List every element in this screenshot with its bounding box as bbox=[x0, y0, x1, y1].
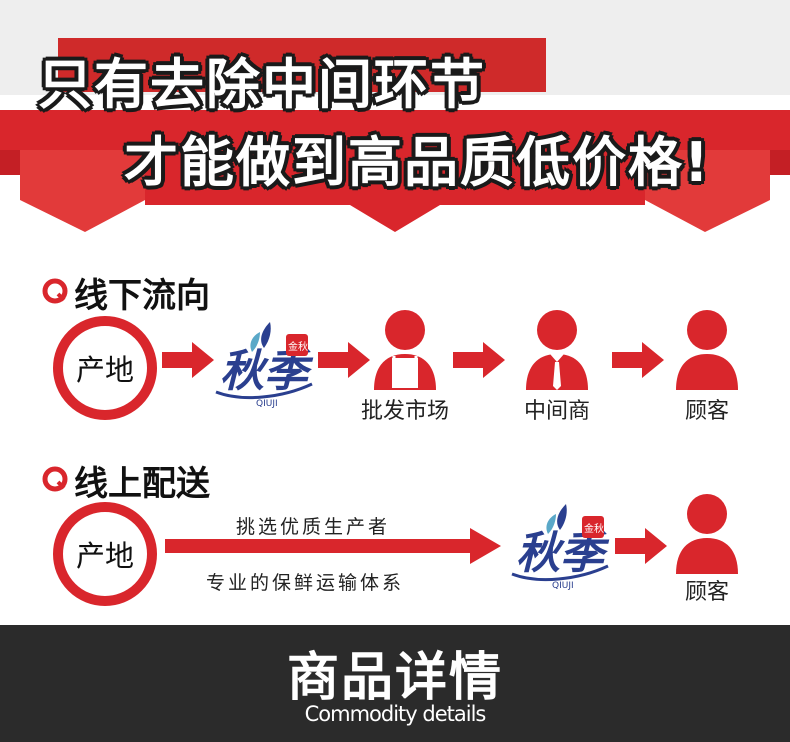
online-caption-top: 挑选优质生产者 bbox=[236, 516, 391, 538]
footer-subtitle: Commodity details bbox=[304, 702, 487, 726]
brand-seal-text: 金秋 bbox=[288, 340, 308, 353]
wholesaler-label: 批发市场 bbox=[360, 399, 449, 424]
brand-seal-text: 金秋 bbox=[584, 522, 604, 535]
section-bullet-icon bbox=[42, 466, 68, 492]
offline-section-title: 线下流向 bbox=[74, 276, 210, 316]
wholesaler-person-icon bbox=[374, 310, 436, 390]
origin-label: 产地 bbox=[75, 353, 134, 387]
origin-label: 产地 bbox=[75, 539, 134, 573]
middleman-label: 中间商 bbox=[523, 399, 590, 424]
flow-arrow-icon bbox=[453, 342, 505, 378]
offline-origin-badge: 产地 bbox=[53, 316, 157, 420]
customer-person-icon bbox=[676, 494, 738, 574]
footer-title: 商品详情 bbox=[286, 648, 503, 708]
brand-logo: 秋季 金秋 QIUJI bbox=[215, 322, 314, 409]
banner-headline-line2: 才能做到高品质低价格! bbox=[124, 131, 711, 194]
banner-headline-line1: 只有去除中间环节 bbox=[38, 53, 486, 116]
brand-latin-text: QIUJI bbox=[256, 399, 278, 409]
online-origin-badge: 产地 bbox=[53, 502, 157, 606]
flow-arrow-icon bbox=[162, 342, 214, 378]
online-caption-bottom: 专业的保鲜运输体系 bbox=[206, 572, 405, 594]
online-customer-label: 顾客 bbox=[684, 580, 729, 605]
flow-arrow-icon bbox=[615, 528, 667, 564]
customer-label: 顾客 bbox=[684, 399, 729, 424]
banner-background bbox=[0, 0, 790, 240]
flow-arrow-icon bbox=[612, 342, 664, 378]
flow-arrow-icon bbox=[318, 342, 370, 378]
footer-banner: 商品详情 Commodity details bbox=[0, 625, 790, 742]
section-bullet-icon bbox=[42, 278, 68, 304]
customer-person-icon bbox=[676, 310, 738, 390]
brand-latin-text: QIUJI bbox=[552, 581, 574, 591]
long-flow-arrow-icon bbox=[165, 528, 501, 564]
middleman-person-icon bbox=[526, 310, 588, 390]
online-section-title: 线上配送 bbox=[74, 464, 210, 504]
brand-logo: 秋季 金秋 QIUJI bbox=[511, 504, 610, 591]
